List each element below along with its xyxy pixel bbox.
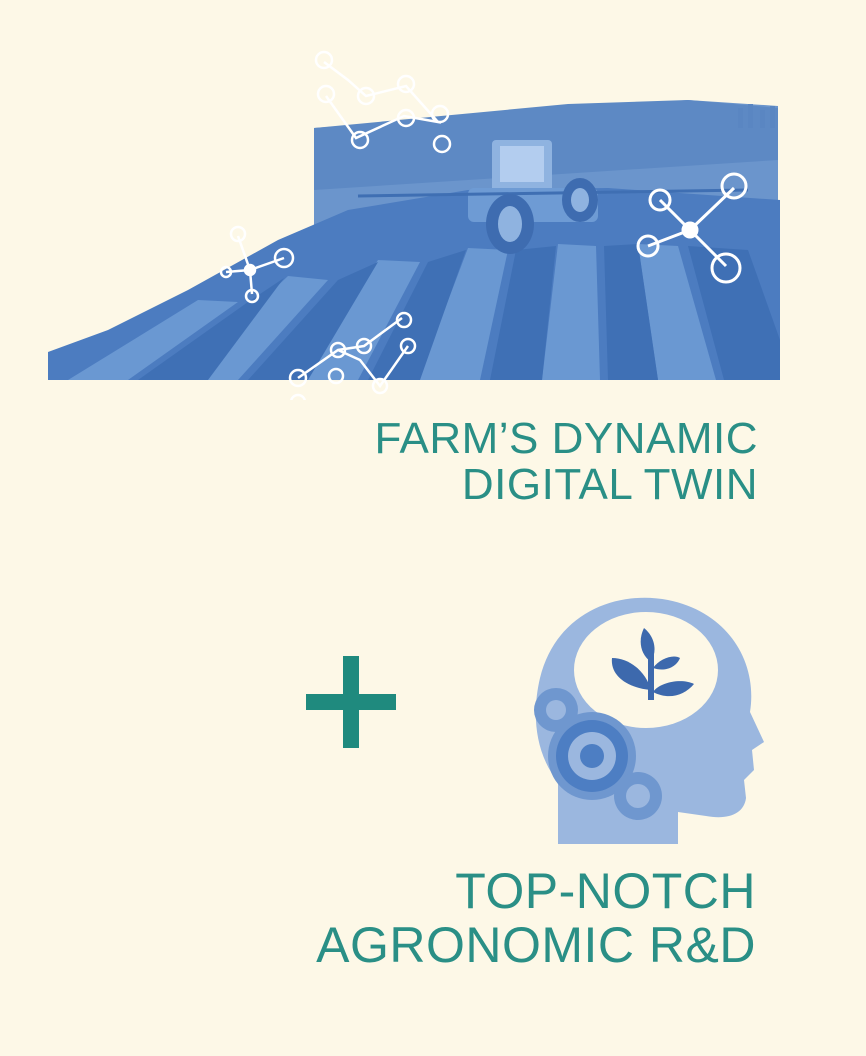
tractor-icon (357, 140, 749, 254)
caption-line: TOP-NOTCH (455, 863, 756, 919)
head-with-plant-icon (534, 597, 764, 844)
caption-line: DIGITAL TWIN (461, 460, 758, 509)
gear-icon (534, 688, 662, 820)
caption-line: FARM’S DYNAMIC (374, 414, 758, 463)
caption-line: AGRONOMIC R&D (316, 917, 756, 973)
farm-field-illustration (48, 50, 780, 400)
plus-icon (306, 656, 396, 748)
plant-icon (611, 628, 694, 700)
farm-digital-twin-caption: FARM’S DYNAMIC DIGITAL TWIN (375, 416, 758, 508)
network-node-icon (314, 50, 452, 154)
agronomic-rnd-caption: TOP-NOTCH AGRONOMIC R&D (316, 864, 756, 972)
